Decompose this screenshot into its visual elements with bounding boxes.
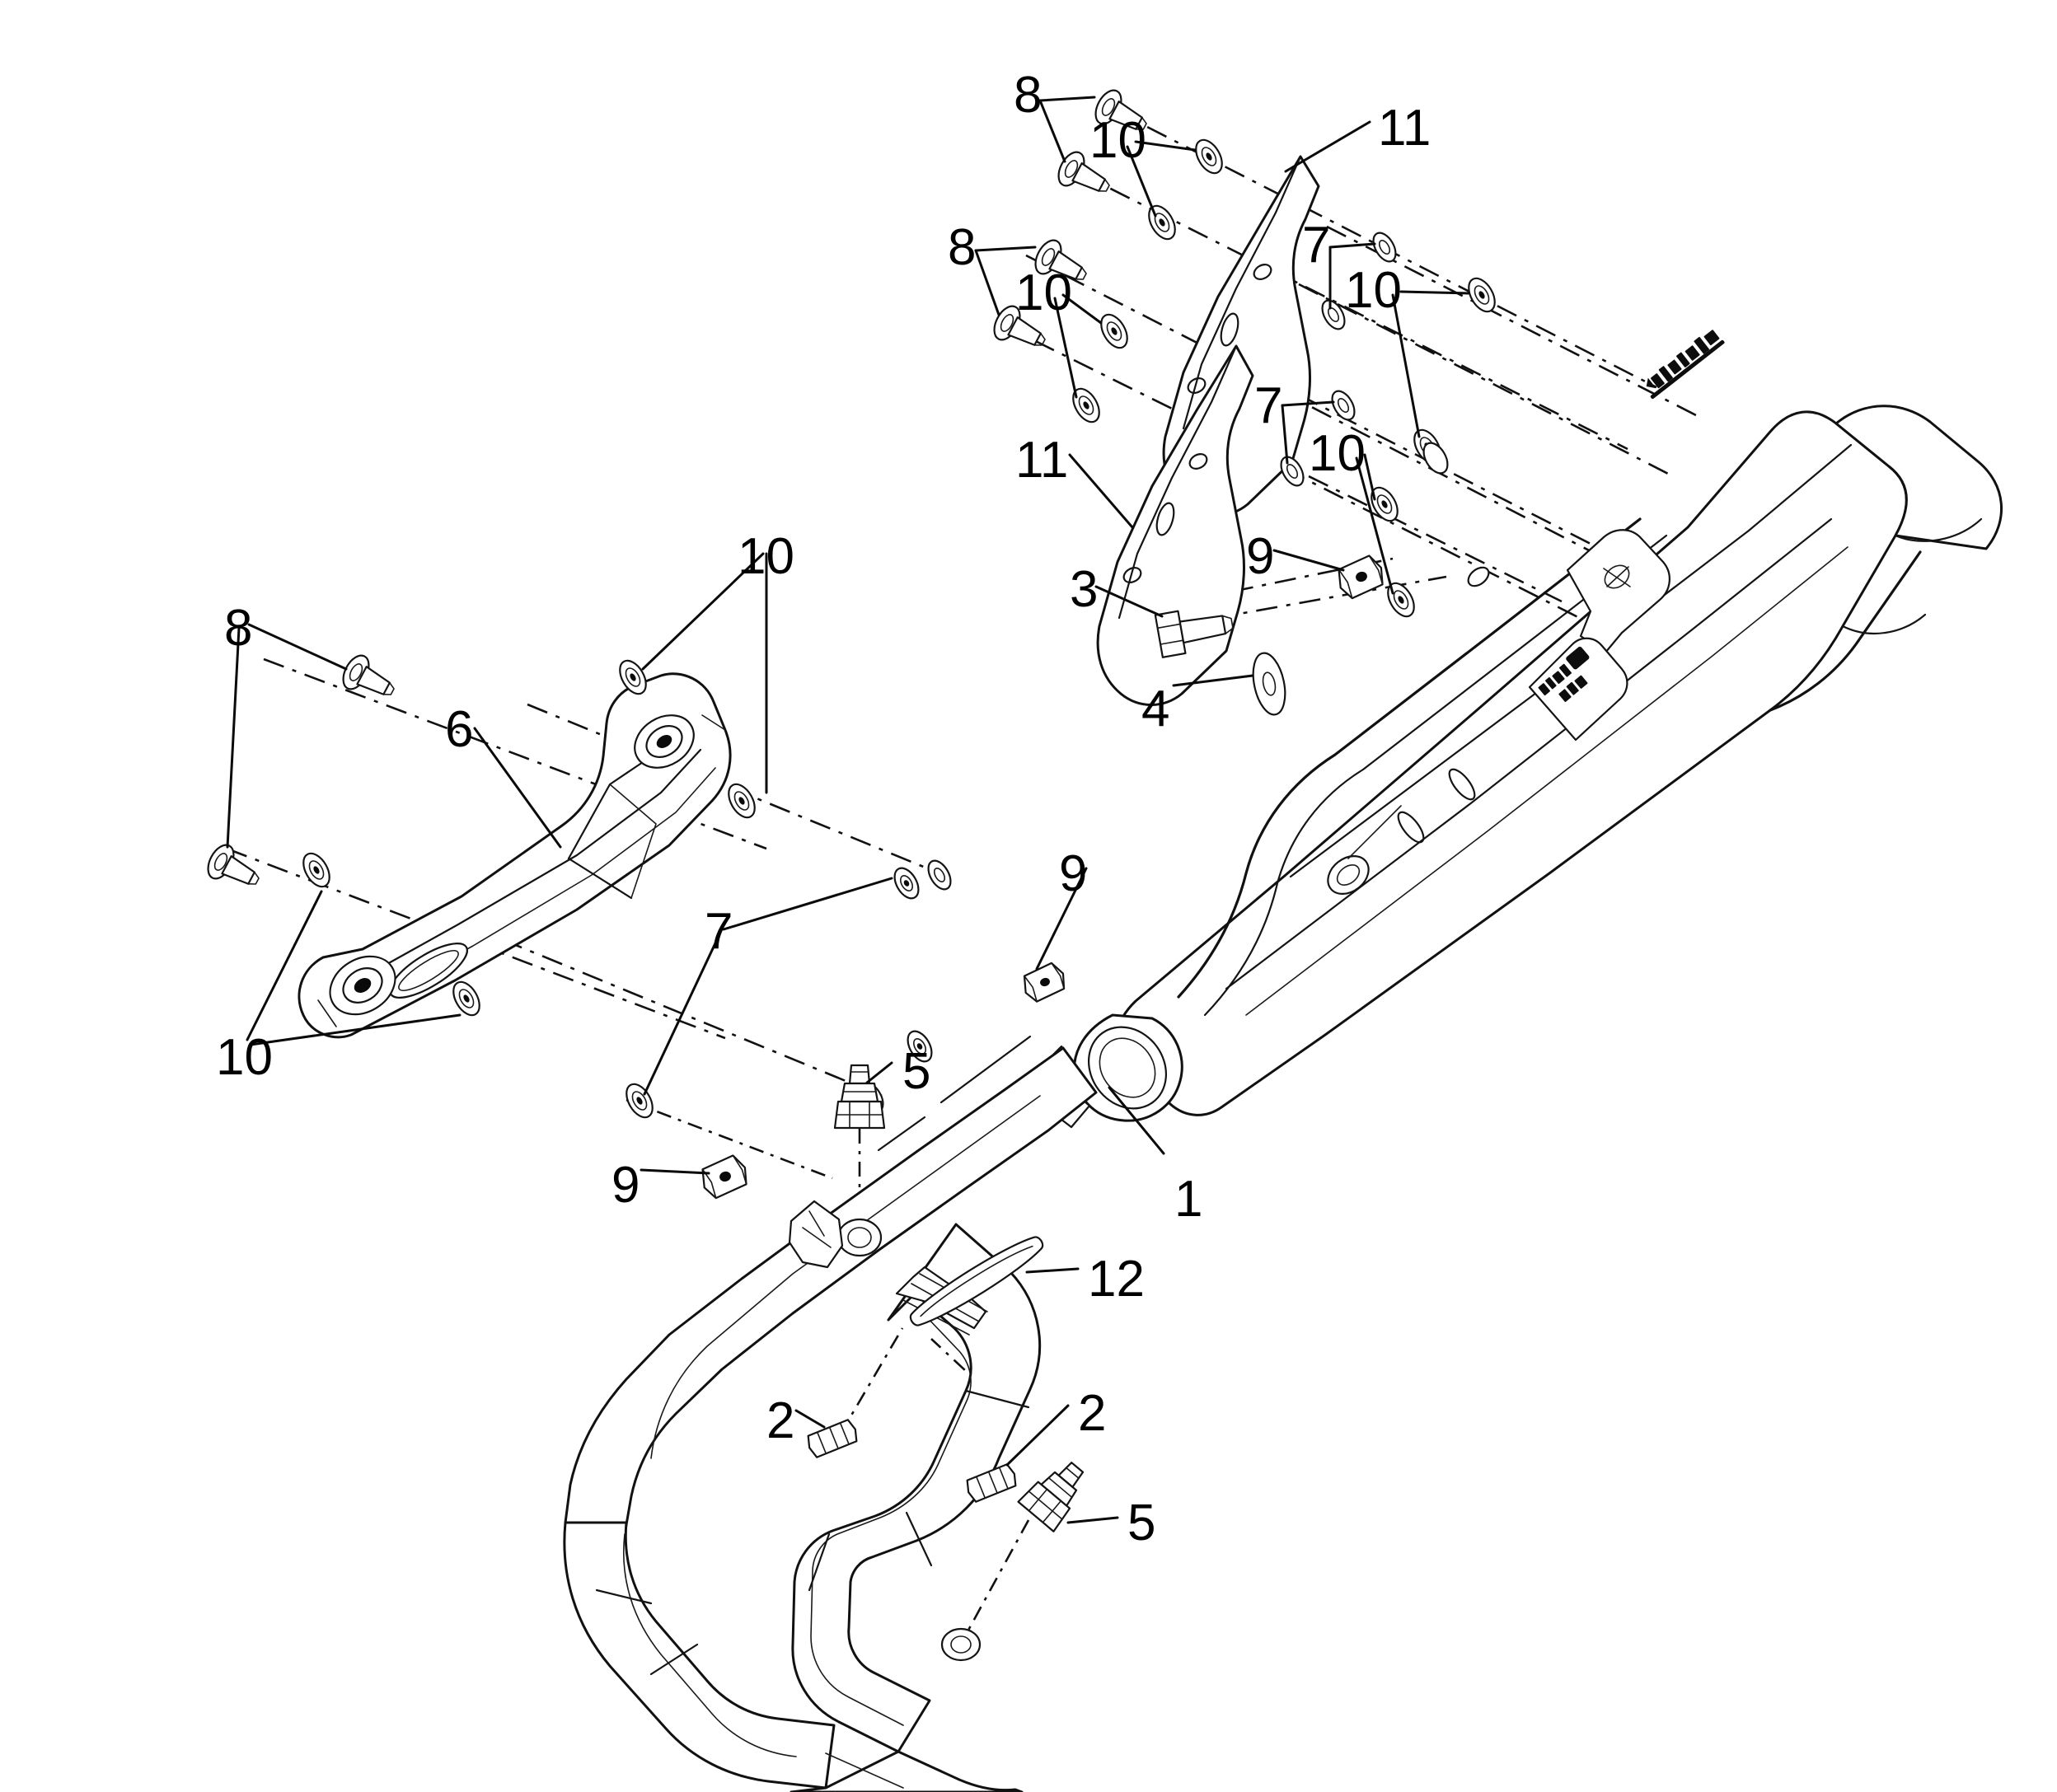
callout-2-right: 2 xyxy=(1078,1385,1107,1442)
callout-11-left: 11 xyxy=(1015,432,1069,489)
callout-6: 6 xyxy=(445,701,474,758)
muffler-badge-decal xyxy=(1538,646,1590,702)
flat-washer xyxy=(1252,652,1286,716)
callout-7-upper: 7 xyxy=(1302,217,1331,274)
callout-8-heat: 8 xyxy=(224,600,253,657)
callout-12: 12 xyxy=(1088,1251,1145,1308)
callout-11-top-right: 11 xyxy=(1378,100,1431,157)
oxygen-sensor-lower xyxy=(1017,1462,1085,1532)
exhaust-gasket xyxy=(909,1236,1044,1326)
callout-3: 3 xyxy=(1070,561,1099,618)
callout-10-upper-right: 10 xyxy=(1345,262,1402,319)
callout-10-heat-top: 10 xyxy=(738,528,794,585)
lower-heat-shield xyxy=(298,672,732,1039)
oxygen-sensor-upper xyxy=(833,1064,886,1130)
callout-1: 1 xyxy=(1174,1171,1203,1228)
exhaust-header-pipes xyxy=(563,1035,1098,1792)
callout-10-second: 10 xyxy=(1015,264,1072,321)
mounting-bolt xyxy=(1154,610,1234,658)
callout-7-lower: 7 xyxy=(1254,377,1283,434)
shield-screw xyxy=(207,89,1147,885)
callout-10-heat-bottom: 10 xyxy=(216,1029,273,1086)
callout-9-right: 9 xyxy=(1059,845,1088,902)
callout-4: 4 xyxy=(1141,681,1170,737)
callout-8-second: 8 xyxy=(948,219,977,276)
callout-5-lower: 5 xyxy=(1127,1495,1156,1551)
upper-heat-shield-b xyxy=(1096,344,1254,706)
callout-9-left: 9 xyxy=(611,1157,640,1214)
speed-clip-nut xyxy=(701,554,1384,1200)
callout-leader-lines xyxy=(226,96,1470,1524)
callout-9-mid: 9 xyxy=(1246,528,1275,585)
shield-washer xyxy=(302,138,1496,1119)
callout-8-top: 8 xyxy=(1014,67,1043,124)
callout-10-lower-right: 10 xyxy=(1309,425,1366,482)
exhaust-flange-nut xyxy=(807,1419,1017,1503)
muffler-brand-decal xyxy=(1646,330,1725,400)
callout-5-upper: 5 xyxy=(902,1043,931,1100)
callout-10-top: 10 xyxy=(1089,112,1146,169)
callout-7-left: 7 xyxy=(705,903,733,960)
callout-2-left: 2 xyxy=(766,1392,795,1449)
